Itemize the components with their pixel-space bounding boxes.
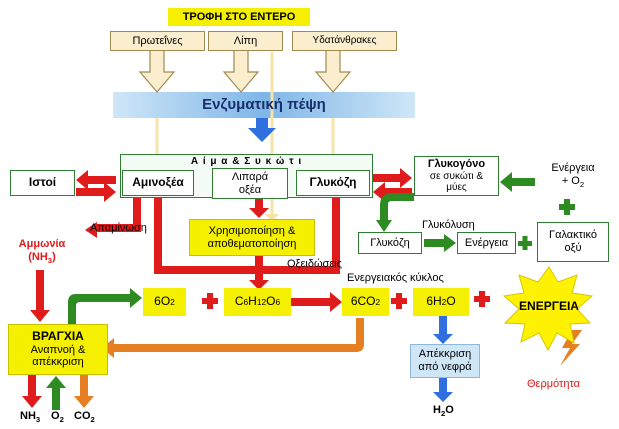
glycogen-sub1: σε συκώτι & [429,170,484,182]
lactic-acid-box: Γαλακτικό οξύ [537,222,609,262]
digestion-label: Ενζυματική πέψη [202,96,326,114]
use-storage-line1: Χρησιμοποίηση & [208,224,296,237]
glycogen-to-glucose-curve [380,193,414,222]
co2-out-label: CO2 [74,410,95,425]
fatty-acids-line1: Λιπαρά [231,170,269,183]
proteins-box: Πρωτεΐνες [110,31,205,51]
ammonia-box: Αμμωνία (NH3) [6,234,78,268]
fats-box: Λίπη [208,31,283,51]
gills-to-o2-arrow [68,288,142,325]
fatty-to-storage-arrow [249,198,269,218]
fatty-acids-box: Λιπαρά οξέα [212,168,288,199]
glycolysis-label: Γλυκόλυση [422,219,475,231]
glycogen-sub2: μύες [446,182,467,194]
glycolysis-arrow [424,234,456,252]
gills-box: ΒΡΑΓΧΙΑ Αναπνοή & απέκκριση [8,324,108,375]
reaction-arrow [291,292,342,312]
energy-label: ΕΝΕΡΓΕΙΑ [519,299,579,314]
fatty-acids-line2: οξέα [238,183,262,196]
ammonia-title: Αμμωνία [18,238,66,251]
use-storage-box: Χρησιμοποίηση & αποθεματοποίηση [189,219,315,256]
lactic-line2: οξύ [564,242,582,254]
kidney-box: Απέκκριση από νεφρά [410,344,480,378]
gills-title: ΒΡΑΓΧΙΑ [32,328,84,343]
deamination-label: Απαμίνωση [90,222,147,234]
glycolysis-energy-box: Ενέργεια [457,232,516,254]
food-title: ΤΡΟΦΗ ΣΤΟ ΕΝΤΕΡΟ [168,8,310,26]
gills-sub2: απέκκριση [32,356,84,369]
nh3-label: NH3 [20,410,41,425]
amino-acids-box: Αμινοξέα [122,170,194,196]
glucose-box: Γλυκόζη [296,170,370,196]
glycogen-box: Γλυκογόνο σε συκώτι & μύες [414,156,499,196]
heat-bolt [560,330,582,366]
protein-down-arrow [138,47,176,93]
gills-sub1: Αναπνοή & [30,343,86,356]
h2o-out-label: H2O [433,404,454,419]
ammonia-to-gills-arrow [30,270,50,322]
digestion-blue-arrow [248,118,276,142]
use-storage-line2: αποθεματοποίηση [207,237,297,250]
fats-down-arrow [222,47,260,93]
energy-star [502,266,594,352]
co2-to-gills-arrow [102,318,364,358]
energy-o2-label: Ενέργεια + O2 [537,158,609,192]
o2-out-label: O2 [51,410,64,425]
ammonia-formula: (NH3) [28,251,56,266]
energy-cycle-label: Ενεργειακός κύκλος [347,272,444,284]
amino-to-tissue-arrow [76,170,116,190]
heat-label: Θερμότητα [527,378,581,390]
h2o-to-kidney-arrow [433,316,453,344]
energy-o2-line1: Ενέργεια [551,162,595,175]
lactic-line1: Γαλακτικό [549,229,597,242]
tissue-to-amino-arrow [76,182,116,202]
digestion-banner [113,92,415,118]
kidney-line2: από νεφρά [418,361,472,373]
carbs-down-arrow [314,47,352,93]
glycogen-title: Γλυκογόνο [427,158,486,171]
deamination-arrow [85,198,141,238]
kidney-to-h2o-arrow [433,378,453,402]
nh3-out-arrow [22,375,42,408]
kidney-line1: Απέκκριση [418,348,472,361]
glucose-to-glycogen-arrow [373,168,412,188]
o2-in-arrow [46,376,66,410]
energy-o2-line2: + O2 [561,175,585,190]
tissues-box: Ιστοί [10,170,75,196]
carbs-box: Υδατάνθρακες [292,31,397,51]
glycolysis-glucose-box: Γλυκόζη [358,232,422,254]
co2-out-arrow [74,375,94,408]
o2-to-glycogen-arrow [500,172,535,192]
blood-liver-title: Α ί μ α & Σ υ κ ώ τ ι [190,156,303,167]
oxidations-label: Οξειδώσεις [287,258,342,270]
